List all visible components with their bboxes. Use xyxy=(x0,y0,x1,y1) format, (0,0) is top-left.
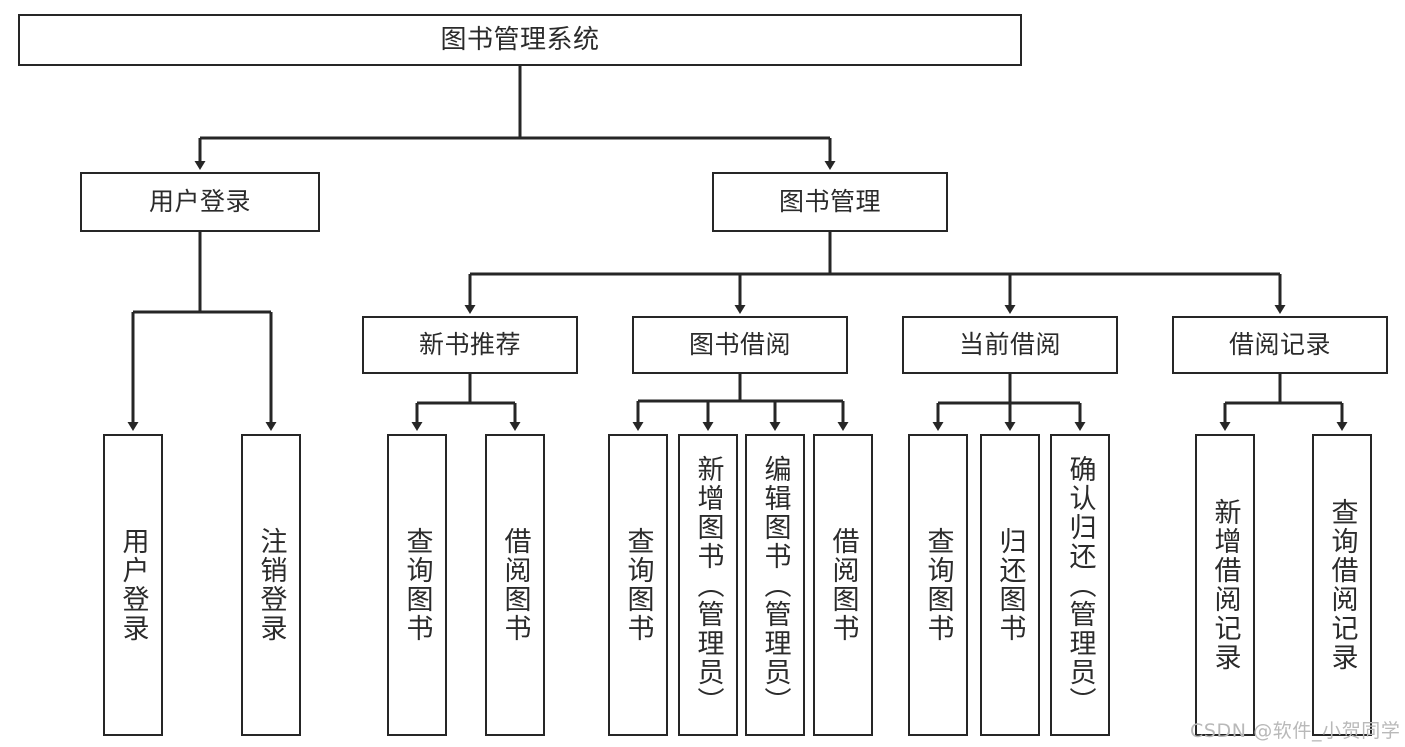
node-leaf-edit-book-label: 编辑图书（管理员） xyxy=(759,454,791,716)
node-leaf-query-book-3-label: 查询图书 xyxy=(922,527,954,643)
node-new-book-recommend[interactable]: 新书推荐 xyxy=(362,316,578,374)
node-book-manage-label: 图书管理 xyxy=(778,187,881,217)
node-new-book-recommend-label: 新书推荐 xyxy=(418,330,521,360)
node-leaf-query-book-1[interactable]: 查询图书 xyxy=(387,434,447,736)
node-leaf-add-record-label: 新增借阅记录 xyxy=(1209,498,1241,672)
node-user-login[interactable]: 用户登录 xyxy=(80,172,320,232)
node-leaf-borrow-book-1-label: 借阅图书 xyxy=(499,527,531,643)
node-leaf-query-book-2-label: 查询图书 xyxy=(622,527,654,643)
node-leaf-query-record[interactable]: 查询借阅记录 xyxy=(1312,434,1372,736)
node-current-borrow[interactable]: 当前借阅 xyxy=(902,316,1118,374)
node-leaf-add-book[interactable]: 新增图书（管理员） xyxy=(678,434,738,736)
node-leaf-return-book-label: 归还图书 xyxy=(994,527,1026,643)
node-leaf-confirm-return-label: 确认归还（管理员） xyxy=(1064,454,1096,716)
csdn-watermark: CSDN @软件_小贺同学 xyxy=(1190,720,1401,742)
node-leaf-borrow-book-1[interactable]: 借阅图书 xyxy=(485,434,545,736)
node-leaf-logout-label: 注销登录 xyxy=(255,527,287,643)
node-root-label: 图书管理系统 xyxy=(440,24,600,55)
node-leaf-borrow-book-2[interactable]: 借阅图书 xyxy=(813,434,873,736)
node-leaf-logout[interactable]: 注销登录 xyxy=(241,434,301,736)
node-leaf-query-book-1-label: 查询图书 xyxy=(401,527,433,643)
node-root[interactable]: 图书管理系统 xyxy=(18,14,1022,66)
node-leaf-borrow-book-2-label: 借阅图书 xyxy=(827,527,859,643)
node-leaf-add-record[interactable]: 新增借阅记录 xyxy=(1195,434,1255,736)
node-leaf-edit-book[interactable]: 编辑图书（管理员） xyxy=(745,434,805,736)
node-book-manage[interactable]: 图书管理 xyxy=(712,172,948,232)
node-leaf-query-book-2[interactable]: 查询图书 xyxy=(608,434,668,736)
node-book-borrow[interactable]: 图书借阅 xyxy=(632,316,848,374)
node-leaf-user-login-label: 用户登录 xyxy=(117,527,149,643)
node-borrow-record-label: 借阅记录 xyxy=(1228,330,1331,360)
node-leaf-add-book-label: 新增图书（管理员） xyxy=(692,454,724,716)
node-user-login-label: 用户登录 xyxy=(148,187,251,217)
node-leaf-return-book[interactable]: 归还图书 xyxy=(980,434,1040,736)
node-current-borrow-label: 当前借阅 xyxy=(958,330,1061,360)
node-leaf-query-book-3[interactable]: 查询图书 xyxy=(908,434,968,736)
node-borrow-record[interactable]: 借阅记录 xyxy=(1172,316,1388,374)
node-leaf-user-login[interactable]: 用户登录 xyxy=(103,434,163,736)
node-leaf-query-record-label: 查询借阅记录 xyxy=(1326,498,1358,672)
node-book-borrow-label: 图书借阅 xyxy=(688,330,791,360)
node-leaf-confirm-return[interactable]: 确认归还（管理员） xyxy=(1050,434,1110,736)
